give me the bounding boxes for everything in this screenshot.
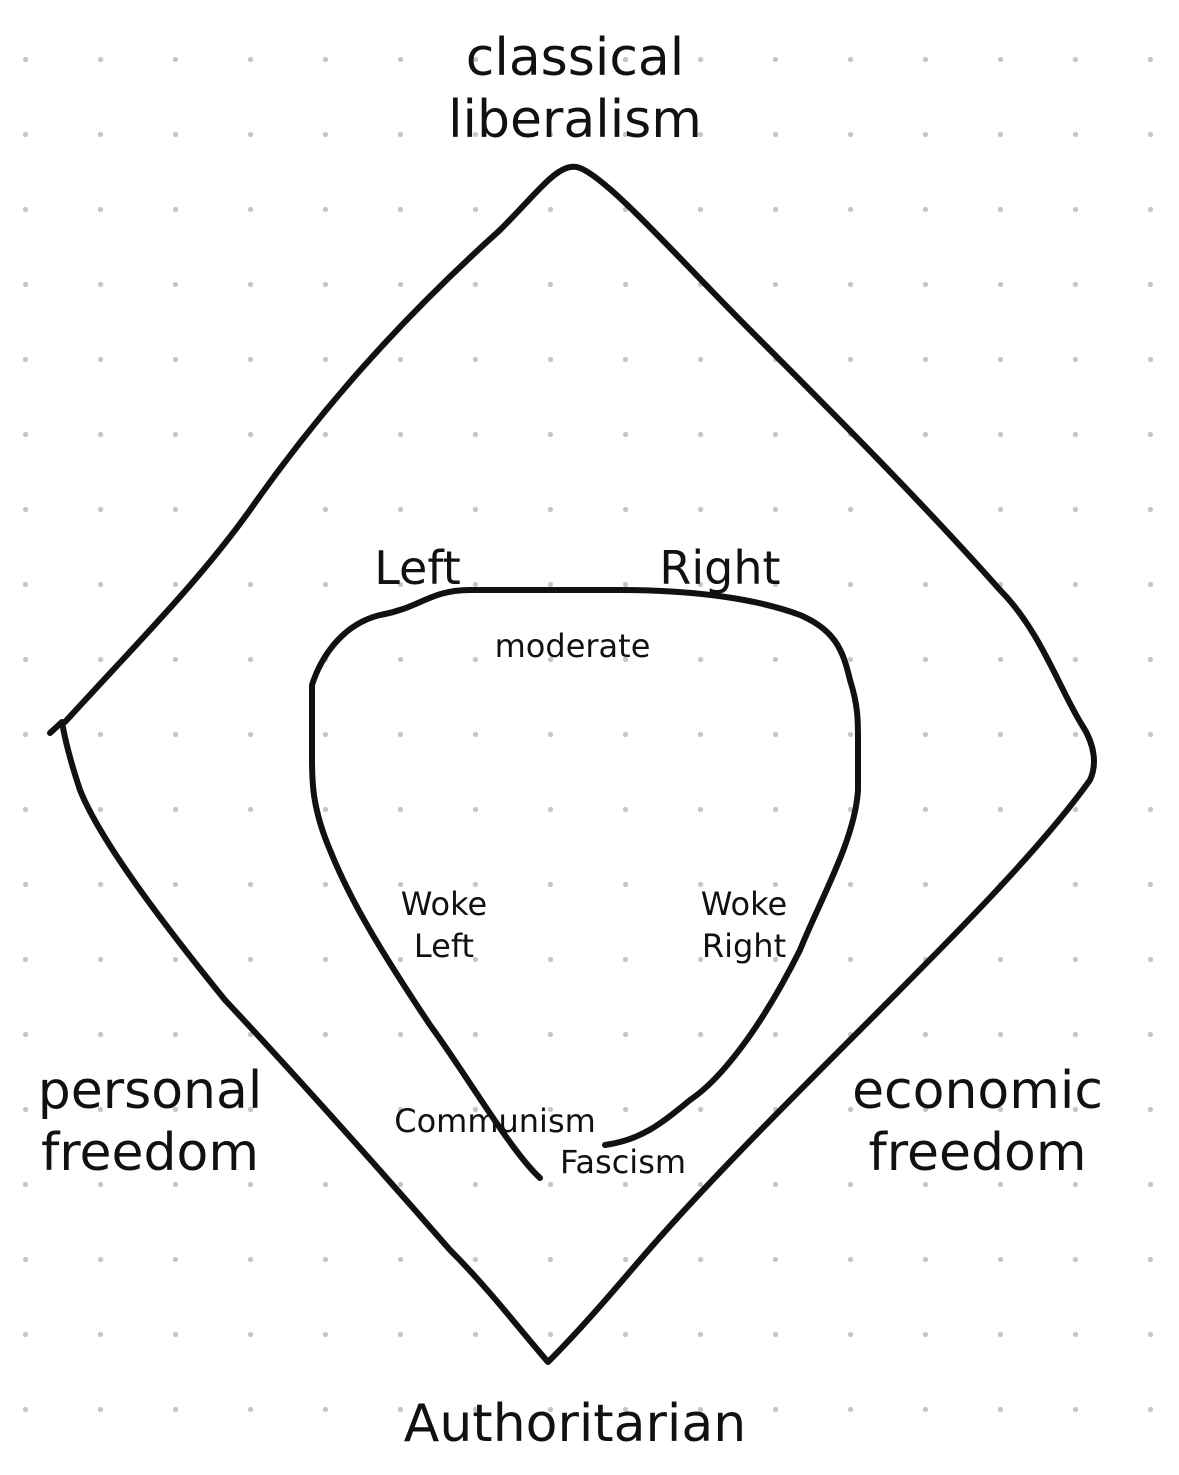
label-fascism: Fascism <box>559 1143 687 1181</box>
label-right-side: Right <box>659 541 781 595</box>
right-label-economic-freedom: economic freedom <box>852 1061 1103 1183</box>
bottom-label-authoritarian: Authoritarian <box>403 1394 747 1454</box>
label-moderate: moderate <box>494 627 651 665</box>
top-label-classical-liberalism: classical liberalism <box>448 28 702 150</box>
outer-diamond-outline <box>47 163 1097 1365</box>
label-woke-left: Woke Left <box>400 885 488 965</box>
left-label-personal-freedom: personal freedom <box>37 1061 263 1183</box>
label-woke-right: Woke Right <box>700 885 788 965</box>
label-communism: Communism <box>394 1102 596 1140</box>
inner-spectrum-curve <box>309 587 861 1181</box>
label-left-side: Left <box>374 541 461 595</box>
